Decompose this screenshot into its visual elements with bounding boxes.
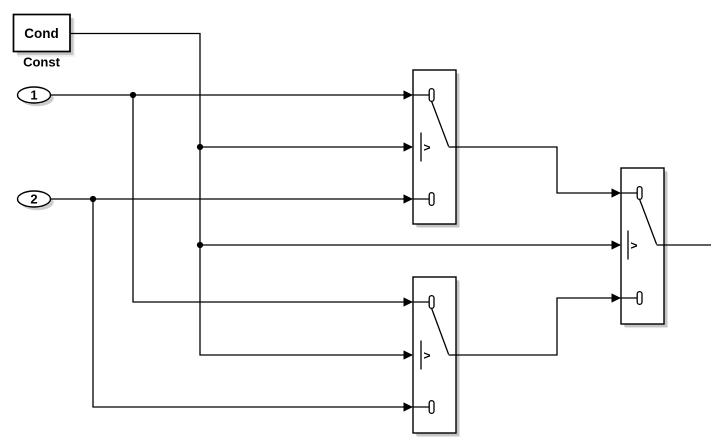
inport-2[interactable] [16, 190, 52, 208]
switch-port-capsule-icon [428, 294, 435, 310]
switch-arm-icon [430, 308, 450, 355]
constant-block-text: Cond [24, 26, 59, 41]
switch-port-capsule-icon [428, 399, 435, 415]
wire-arrowhead [403, 350, 413, 360]
labels: Cond Const 1 2 > > > [23, 26, 637, 363]
inport-1-label: 1 [30, 88, 37, 103]
wire-upper-switch-out[interactable] [456, 146, 620, 194]
wire-arrowhead [611, 240, 621, 250]
wire-arrowhead [403, 297, 413, 307]
switch-lower-criteria-symbol: > [424, 349, 431, 363]
switch-output-criteria-symbol: > [631, 239, 638, 253]
constant-block-name-label[interactable]: Const [23, 55, 61, 70]
wire-arrowhead [403, 194, 413, 204]
wire-cond-to-lower-switch[interactable] [70, 32, 412, 356]
wire-junction-dot [196, 241, 204, 249]
switch-upper-icon [413, 87, 456, 207]
switch-port-capsule-icon [636, 185, 643, 201]
inport-2-label: 2 [30, 192, 37, 207]
switch-arm-icon [430, 101, 450, 147]
wire-junction-dot [129, 91, 137, 99]
wire-lower-switch-out[interactable] [456, 297, 620, 356]
arrowheads [403, 90, 621, 412]
wire-junction-dot [89, 195, 97, 203]
wire-arrowhead [403, 142, 413, 152]
switch-arm-icon [638, 199, 658, 245]
wire-junction-dot [196, 143, 204, 151]
wire-arrowhead [403, 402, 413, 412]
switch-output-icon [621, 185, 664, 306]
switch-upper-criteria-symbol: > [424, 141, 431, 155]
inport-1[interactable] [16, 86, 52, 104]
blocks [12, 13, 665, 434]
wire-arrowhead [611, 188, 621, 198]
wire-inport1-branch-lower-switch[interactable] [132, 95, 412, 303]
wire-arrowhead [403, 90, 413, 100]
wire-arrowhead [611, 293, 621, 303]
switch-port-capsule-icon [428, 191, 435, 207]
branch-dots [89, 91, 204, 249]
wires [50, 32, 711, 408]
switch-port-capsule-icon [428, 87, 435, 103]
switch-port-capsule-icon [636, 290, 643, 306]
block-shadows [16, 17, 669, 438]
switch-lower-icon [413, 294, 456, 415]
constant-block[interactable] [12, 13, 71, 53]
wire-inport2-branch-lower-switch[interactable] [92, 199, 412, 408]
